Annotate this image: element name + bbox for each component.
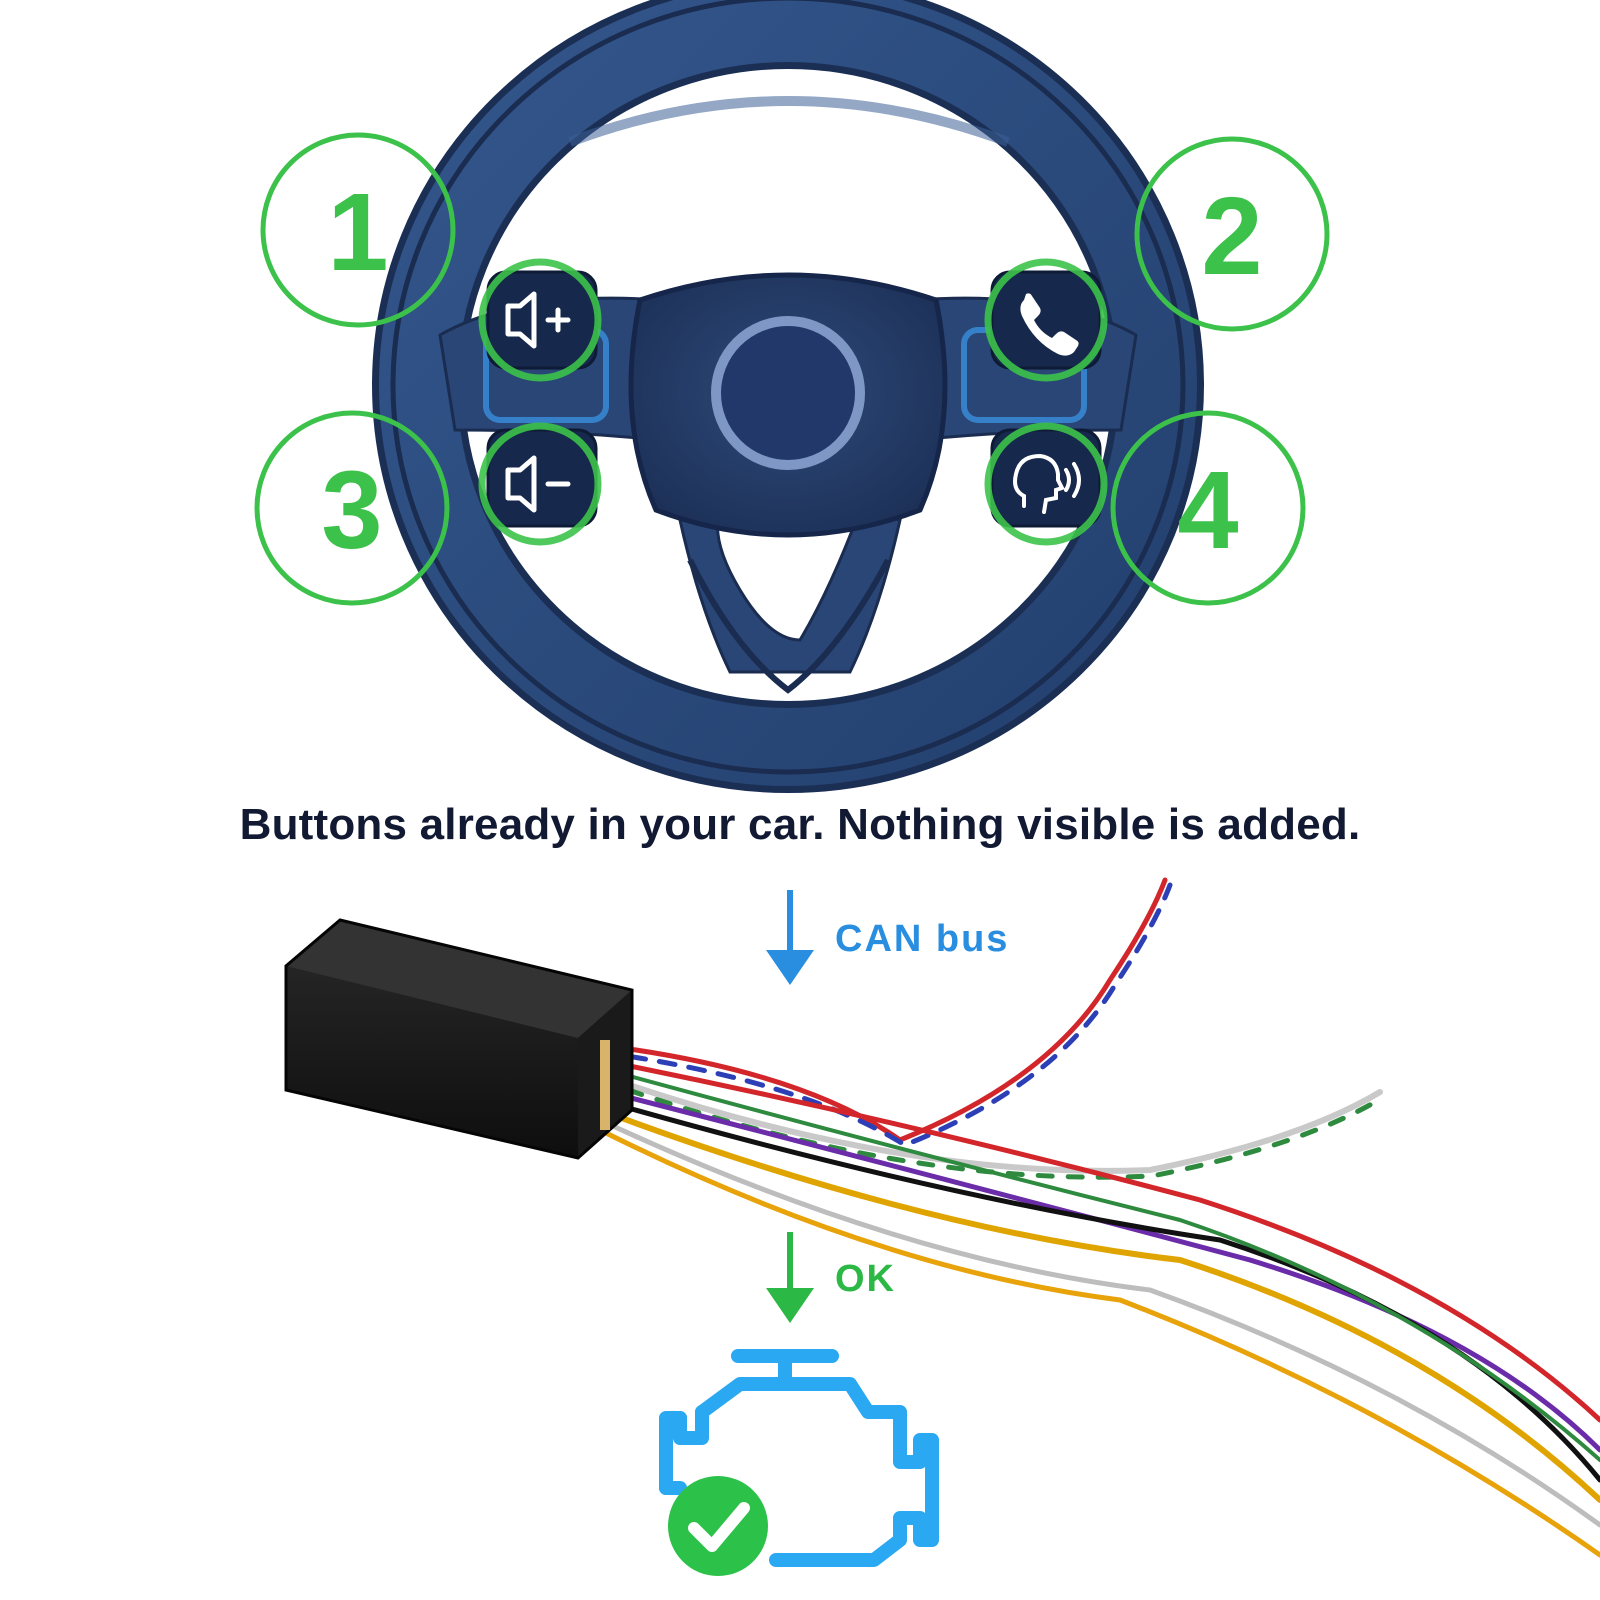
- can-bus-label: CAN bus: [835, 918, 1010, 960]
- volume-down-icon: [505, 455, 571, 513]
- check-badge-icon: [668, 1476, 768, 1576]
- check-engine-icon: [659, 1349, 939, 1567]
- voice-command-button[interactable]: [984, 422, 1108, 546]
- voice-command-icon: [1013, 453, 1081, 514]
- callout-number: 1: [327, 171, 388, 294]
- volume-up-button[interactable]: [478, 258, 602, 382]
- callout-2: 2: [1134, 136, 1330, 332]
- callout-number: 2: [1201, 175, 1262, 298]
- phone-icon: [1020, 293, 1079, 356]
- callout-number: 3: [321, 449, 382, 572]
- volume-up-icon: [505, 291, 571, 349]
- callout-4: 4: [1110, 410, 1306, 606]
- steering-wheel: [372, 0, 1204, 793]
- horn-emblem: [711, 316, 865, 470]
- phone-button[interactable]: [984, 258, 1108, 382]
- volume-down-button[interactable]: [478, 422, 602, 546]
- ok-label: OK: [835, 1258, 896, 1300]
- headline: Buttons already in your car. Nothing vis…: [239, 800, 1361, 849]
- wire-harness: [597, 877, 1600, 1558]
- ok-arrow: [766, 1232, 814, 1323]
- callout-1: 1: [260, 132, 456, 328]
- interface-module-box: [284, 918, 634, 1160]
- callout-number: 4: [1177, 449, 1238, 572]
- can-bus-arrow: [766, 890, 814, 985]
- callout-3: 3: [254, 410, 450, 606]
